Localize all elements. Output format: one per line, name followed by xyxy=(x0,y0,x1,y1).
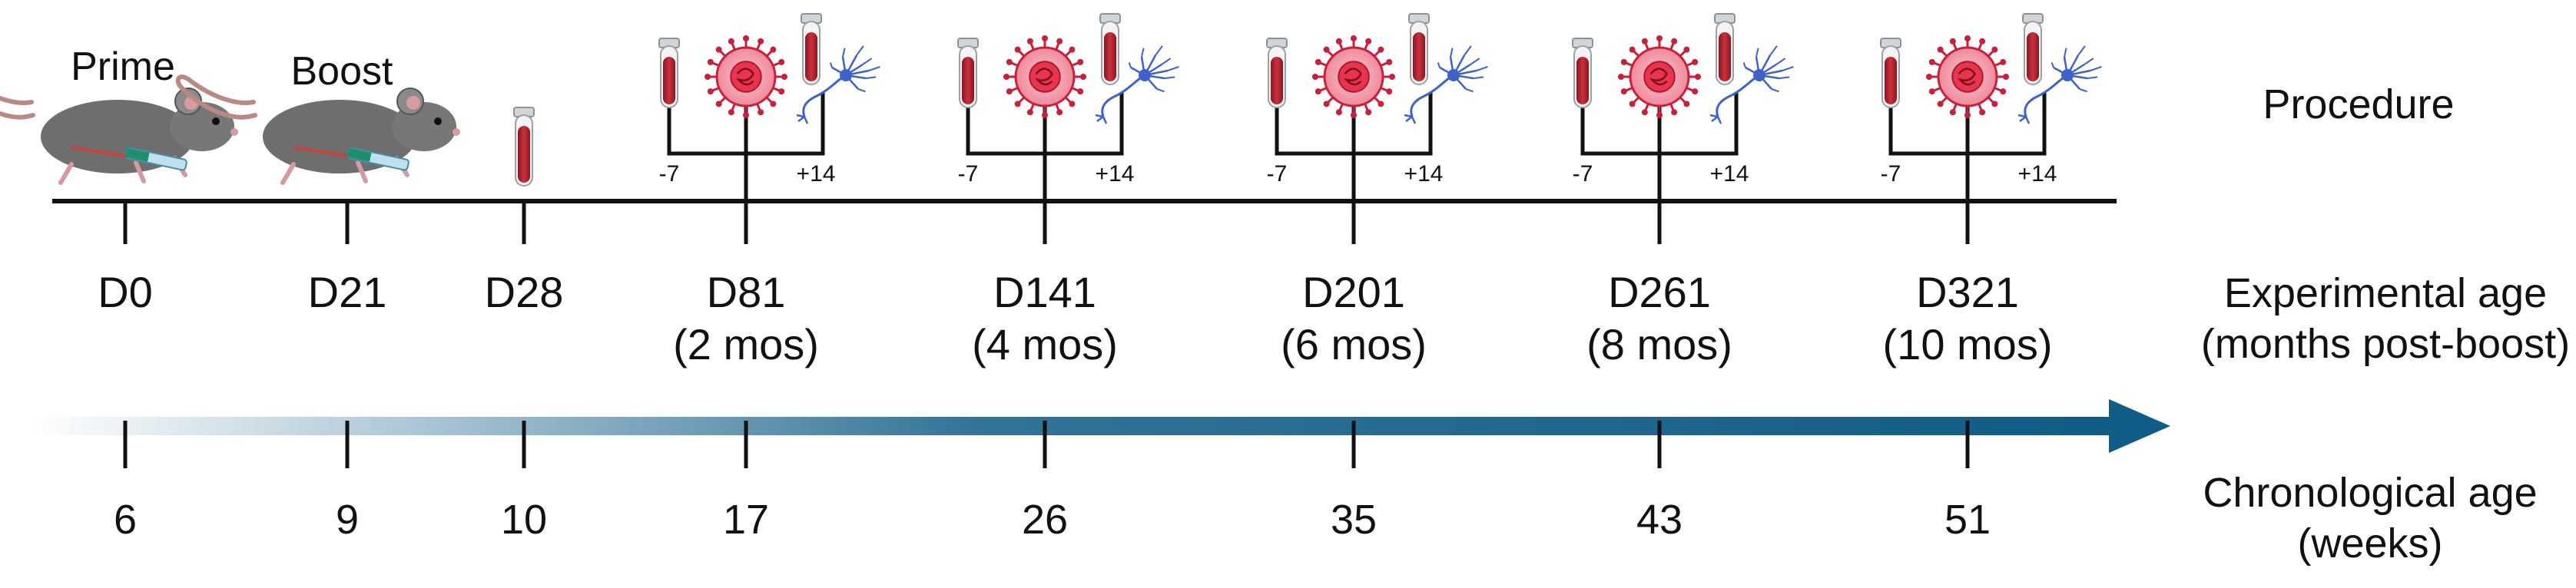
experimental-age-label: Experimental age xyxy=(2224,270,2547,316)
syringe-icon xyxy=(71,146,187,171)
chronological-week-label: 26 xyxy=(1022,497,1068,543)
timepoint-group: -7 +14 xyxy=(957,13,1179,201)
experimental-day-label: D81 xyxy=(707,268,786,316)
months-post-boost-label: (8 mos) xyxy=(1586,320,1732,368)
blood-tube-post-icon xyxy=(1714,13,1736,85)
timepoint-group: -7 +14 xyxy=(1266,13,1488,201)
months-post-boost-label: (2 mos) xyxy=(673,320,819,368)
chronological-week-label: 35 xyxy=(1331,497,1377,543)
timepoint-group xyxy=(0,88,238,185)
blood-tube-post-icon xyxy=(2022,13,2044,85)
experimental-day-label: D261 xyxy=(1608,268,1711,316)
experimental-day-label: D21 xyxy=(308,268,387,316)
chronological-week-label: 9 xyxy=(336,497,359,543)
timepoint-group xyxy=(513,107,535,187)
virus-icon xyxy=(1312,35,1395,118)
neuron-icon xyxy=(1404,45,1488,124)
neuron-icon xyxy=(1095,45,1179,124)
neuron-icon xyxy=(1709,45,1794,124)
virus-icon xyxy=(705,35,787,118)
procedure-bracket xyxy=(1275,92,1433,156)
blood-tube-post-icon xyxy=(801,13,822,85)
experimental-age-sublabel: (months post-boost) xyxy=(2201,321,2570,367)
blood-tube-pre-icon xyxy=(1572,38,1593,108)
blood-tube-post-icon xyxy=(1099,13,1121,85)
virus-icon xyxy=(1003,35,1086,118)
months-post-boost-label: (6 mos) xyxy=(1281,320,1427,368)
bracket-right-label: +14 xyxy=(1096,161,1135,187)
age-arrow-head xyxy=(2109,399,2170,453)
chronological-week-label: 10 xyxy=(501,497,547,543)
bracket-right-label: +14 xyxy=(1710,161,1749,187)
age-arrow-shaft xyxy=(31,417,2124,435)
mouse-boost-icon xyxy=(175,74,460,185)
chronological-week-label: 51 xyxy=(1944,497,1991,543)
timepoint-group: -7 +14 xyxy=(658,13,880,201)
procedure-bracket xyxy=(966,92,1124,156)
blood-tube-pre-icon xyxy=(957,38,979,108)
blood-tube-pre-icon xyxy=(658,38,680,108)
timepoint-group xyxy=(175,74,460,185)
procedure-label: Procedure xyxy=(2263,81,2454,127)
neuron-icon xyxy=(796,45,880,124)
months-post-boost-label: (4 mos) xyxy=(972,320,1118,368)
blood-tube-icon xyxy=(513,107,535,187)
blood-tube-post-icon xyxy=(1408,13,1430,85)
chronological-week-label: 6 xyxy=(114,497,137,543)
virus-icon xyxy=(1618,35,1701,118)
experimental-day-label: D28 xyxy=(485,268,564,316)
experimental-day-label: D321 xyxy=(1916,268,2019,316)
bracket-right-label: +14 xyxy=(2018,161,2057,187)
bracket-left-label: -7 xyxy=(659,161,680,187)
chronological-week-label: 17 xyxy=(723,497,769,543)
experimental-day-label: D201 xyxy=(1302,268,1405,316)
prime-label: Prime xyxy=(71,45,175,89)
chronological-age-label: Chronological age xyxy=(2203,470,2537,516)
bracket-left-label: -7 xyxy=(1573,161,1593,187)
timepoint-group: -7 +14 xyxy=(1572,13,1794,201)
experimental-day-label: D141 xyxy=(993,268,1096,316)
mouse-prime-icon xyxy=(0,88,238,185)
boost-label: Boost xyxy=(291,49,394,94)
syringe-icon xyxy=(293,146,409,171)
neuron-icon xyxy=(2017,45,2102,124)
bracket-left-label: -7 xyxy=(1267,161,1288,187)
procedure-bracket xyxy=(667,92,825,156)
virus-icon xyxy=(1926,35,2009,118)
chronological-age-sublabel: (weeks) xyxy=(2297,520,2442,567)
bracket-right-label: +14 xyxy=(1404,161,1444,187)
blood-tube-pre-icon xyxy=(1880,38,1901,108)
months-post-boost-label: (10 mos) xyxy=(1883,320,2053,368)
chronological-week-label: 43 xyxy=(1636,497,1683,543)
bracket-left-label: -7 xyxy=(958,161,979,187)
blood-tube-pre-icon xyxy=(1266,38,1288,108)
procedure-bracket xyxy=(1580,92,1739,156)
timepoint-group: -7 +14 xyxy=(1880,13,2102,201)
procedure-bracket xyxy=(1888,92,2047,156)
bracket-right-label: +14 xyxy=(797,161,836,187)
experimental-day-label: D0 xyxy=(98,268,153,316)
bracket-left-label: -7 xyxy=(1881,161,1901,187)
